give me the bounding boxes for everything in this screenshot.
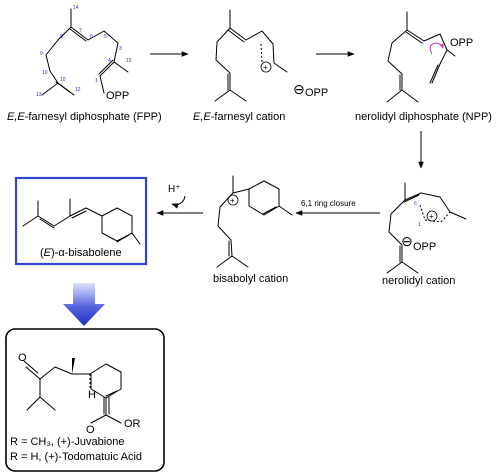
- minus-charge: ⊖: [293, 81, 305, 97]
- big-down-arrow: [63, 283, 105, 326]
- atom-number: 12: [75, 87, 81, 93]
- bisabolene-highlight-box: [14, 176, 148, 266]
- atom-number: 13: [36, 92, 42, 98]
- bisabolyl-cation-structure: +: [216, 175, 293, 268]
- atom-number: 9: [40, 51, 43, 57]
- atom-number: 14: [73, 5, 79, 11]
- atom-number: 1: [95, 78, 98, 84]
- atom-number: 6: [90, 34, 93, 40]
- npp-structure: OPP: [386, 11, 473, 103]
- atom-number: 8: [60, 34, 63, 40]
- opp-group: OPP: [106, 90, 129, 102]
- atom-number: 4: [108, 58, 111, 64]
- nerolidyl-cation-structure: + 6 1 ⊖ OPP: [386, 182, 467, 274]
- ring-closure-label: 6,1 ring closure: [301, 199, 356, 208]
- atom-number: 7: [79, 28, 82, 34]
- nerolidyl-cation-name: nerolidyl cation: [382, 275, 455, 287]
- opp-counterion: OPP: [413, 241, 436, 253]
- todomatuic-acid-label: R = H, (+)-Todomatuic Acid: [10, 451, 142, 463]
- opp-counterion: OPP: [305, 87, 328, 99]
- plus-charge: +: [230, 196, 235, 205]
- proton-loss-label: H⁺: [168, 184, 181, 195]
- fpp-name: E,E-farnesyl diphosphate (FPP): [7, 111, 162, 123]
- farnesyl-cation-name: E,E-farnesyl cation: [193, 111, 285, 123]
- fpp-structure: 14 7 8 6 5 9 3 4 15 10 1 10 13 12 OPP: [36, 5, 132, 102]
- juvabione-box: [5, 328, 165, 472]
- atom-number: 10: [42, 70, 48, 76]
- bisabolyl-cation-name: bisabolyl cation: [213, 273, 288, 285]
- atom-number: 10: [60, 77, 66, 83]
- proton-loss-arrow: [171, 195, 186, 209]
- juvabione-structure: O H O OR: [18, 352, 141, 436]
- minus-charge: ⊖: [401, 233, 413, 249]
- atom-number: 5: [104, 34, 107, 40]
- stereo-h: H: [88, 389, 96, 401]
- juvabione-label: R = CH₃, (+)-Juvabione: [10, 436, 125, 448]
- ester-group: OR: [124, 418, 141, 430]
- atom-number: 15: [126, 58, 132, 64]
- atom-number: 3: [119, 46, 122, 52]
- carbonyl-oxygen: O: [86, 424, 95, 436]
- atom-number: 6: [414, 201, 417, 207]
- bisabolene-structure: [22, 198, 141, 245]
- stereo-wedge: [72, 358, 75, 374]
- opp-group: OPP: [450, 37, 473, 49]
- farnesyl-cation-structure: + ⊖ OPP: [214, 9, 328, 102]
- plus-charge: +: [263, 63, 268, 72]
- ketone-oxygen: O: [18, 352, 27, 364]
- bisabolene-name: (E)-α-bisabolene: [40, 247, 122, 259]
- plus-charge: +: [429, 212, 434, 221]
- rotation-arrow: [429, 42, 444, 55]
- atom-number: 1: [418, 222, 421, 228]
- npp-name: nerolidyl diphosphate (NPP): [355, 111, 492, 123]
